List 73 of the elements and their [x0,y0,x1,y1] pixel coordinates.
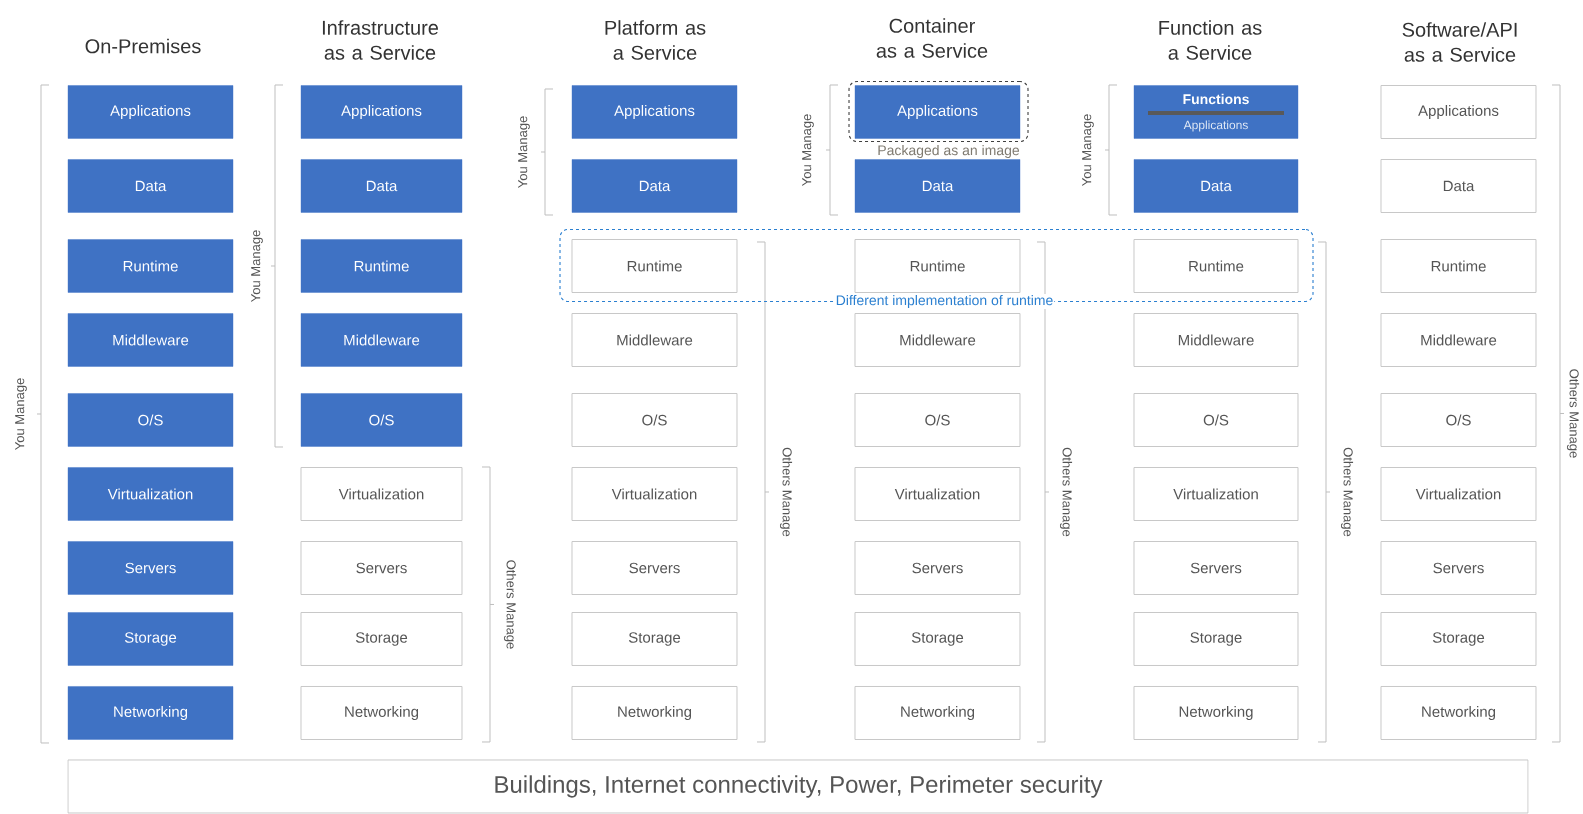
layer-box: Runtime [571,239,738,293]
layer-box: Virtualization [1133,467,1299,521]
column-heading: Platform as a Service [605,20,706,60]
bracket-label: You Manage [251,230,263,302]
layer-box: Functions Applications [1133,85,1299,139]
layer-box: Virtualization [571,467,738,521]
layer-box: Networking [1133,686,1299,740]
bracket-label: Others Manage [503,560,517,649]
bracket-label: Others Manage [1566,369,1580,458]
layer-box: Runtime [67,239,234,293]
layer-box: Servers [571,541,738,595]
layer-box: O/S [1133,393,1299,447]
bracket-label: Others Manage [1340,447,1354,537]
layer-box: Applications [300,85,463,139]
layer-box: Networking [1380,686,1537,740]
layer-box: Data [67,159,234,213]
layer-box: Runtime [1380,239,1537,293]
layer-box: Applications [67,85,234,139]
layer-box: Networking [854,686,1021,740]
layer-box: Runtime [300,239,463,293]
layer-box: Networking [571,686,738,740]
group-label: Different implementation of runtime [834,293,1055,309]
layer-box: Data [1133,159,1299,213]
layer-box: Data [571,159,738,213]
layer-box: Networking [300,686,463,740]
layer-box: Data [1380,159,1537,213]
layer-box: Storage [67,612,234,666]
layer-box: Middleware [571,313,738,367]
layer-box: Middleware [1380,313,1537,367]
layer-box: Middleware [854,313,1021,367]
layer-box: Storage [1133,612,1299,666]
layer-box: Storage [1380,612,1537,666]
layer-box: Storage [854,612,1021,666]
layer-box: Storage [300,612,463,666]
layer-box: Middleware [300,313,463,367]
layer-box: Applications [571,85,738,139]
layer-box: Applications [854,85,1021,139]
layer-box: Applications [1380,85,1537,139]
layer-box: Storage [571,612,738,666]
layer-box: Virtualization [1380,467,1537,521]
layer-box: Runtime [1133,239,1299,293]
group-label: Packaged as an image [876,143,1021,159]
column-heading: Software/API as a Service [1402,22,1517,62]
layer-box: Servers [854,541,1021,595]
bracket-label: You Manage [518,116,530,188]
bracket-label: Others Manage [779,447,793,537]
layer-box: O/S [300,393,463,447]
bracket-label: You Manage [15,378,27,450]
layer-box: Servers [1380,541,1537,595]
layer-box: Virtualization [67,467,234,521]
column-heading: On-Premises [85,38,201,54]
column-heading: Container as a Service [876,18,988,58]
layer-box: Data [300,159,463,213]
bracket-label: Others Manage [1059,447,1073,537]
foundation-box: Buildings, Internet connectivity, Power, Perimeter security [67,759,1529,814]
layer-box: O/S [1380,393,1537,447]
layer-box: Servers [300,541,463,595]
column-heading: Function as a Service [1159,20,1262,60]
layer-box: Virtualization [854,467,1021,521]
layer-box: O/S [854,393,1021,447]
layer-box: Middleware [1133,313,1299,367]
layer-box: Data [854,159,1021,213]
layer-box: O/S [571,393,738,447]
layer-box: Servers [67,541,234,595]
dashed-group-box [848,80,1029,143]
layer-box: Middleware [67,313,234,367]
bracket-label: You Manage [802,114,814,186]
layer-box: Virtualization [300,467,463,521]
layer-box: O/S [67,393,234,447]
column-heading: Infrastructure as a Service [322,20,438,60]
layer-box: Networking [67,686,234,740]
bracket-label: You Manage [1082,114,1094,186]
layer-box: Servers [1133,541,1299,595]
